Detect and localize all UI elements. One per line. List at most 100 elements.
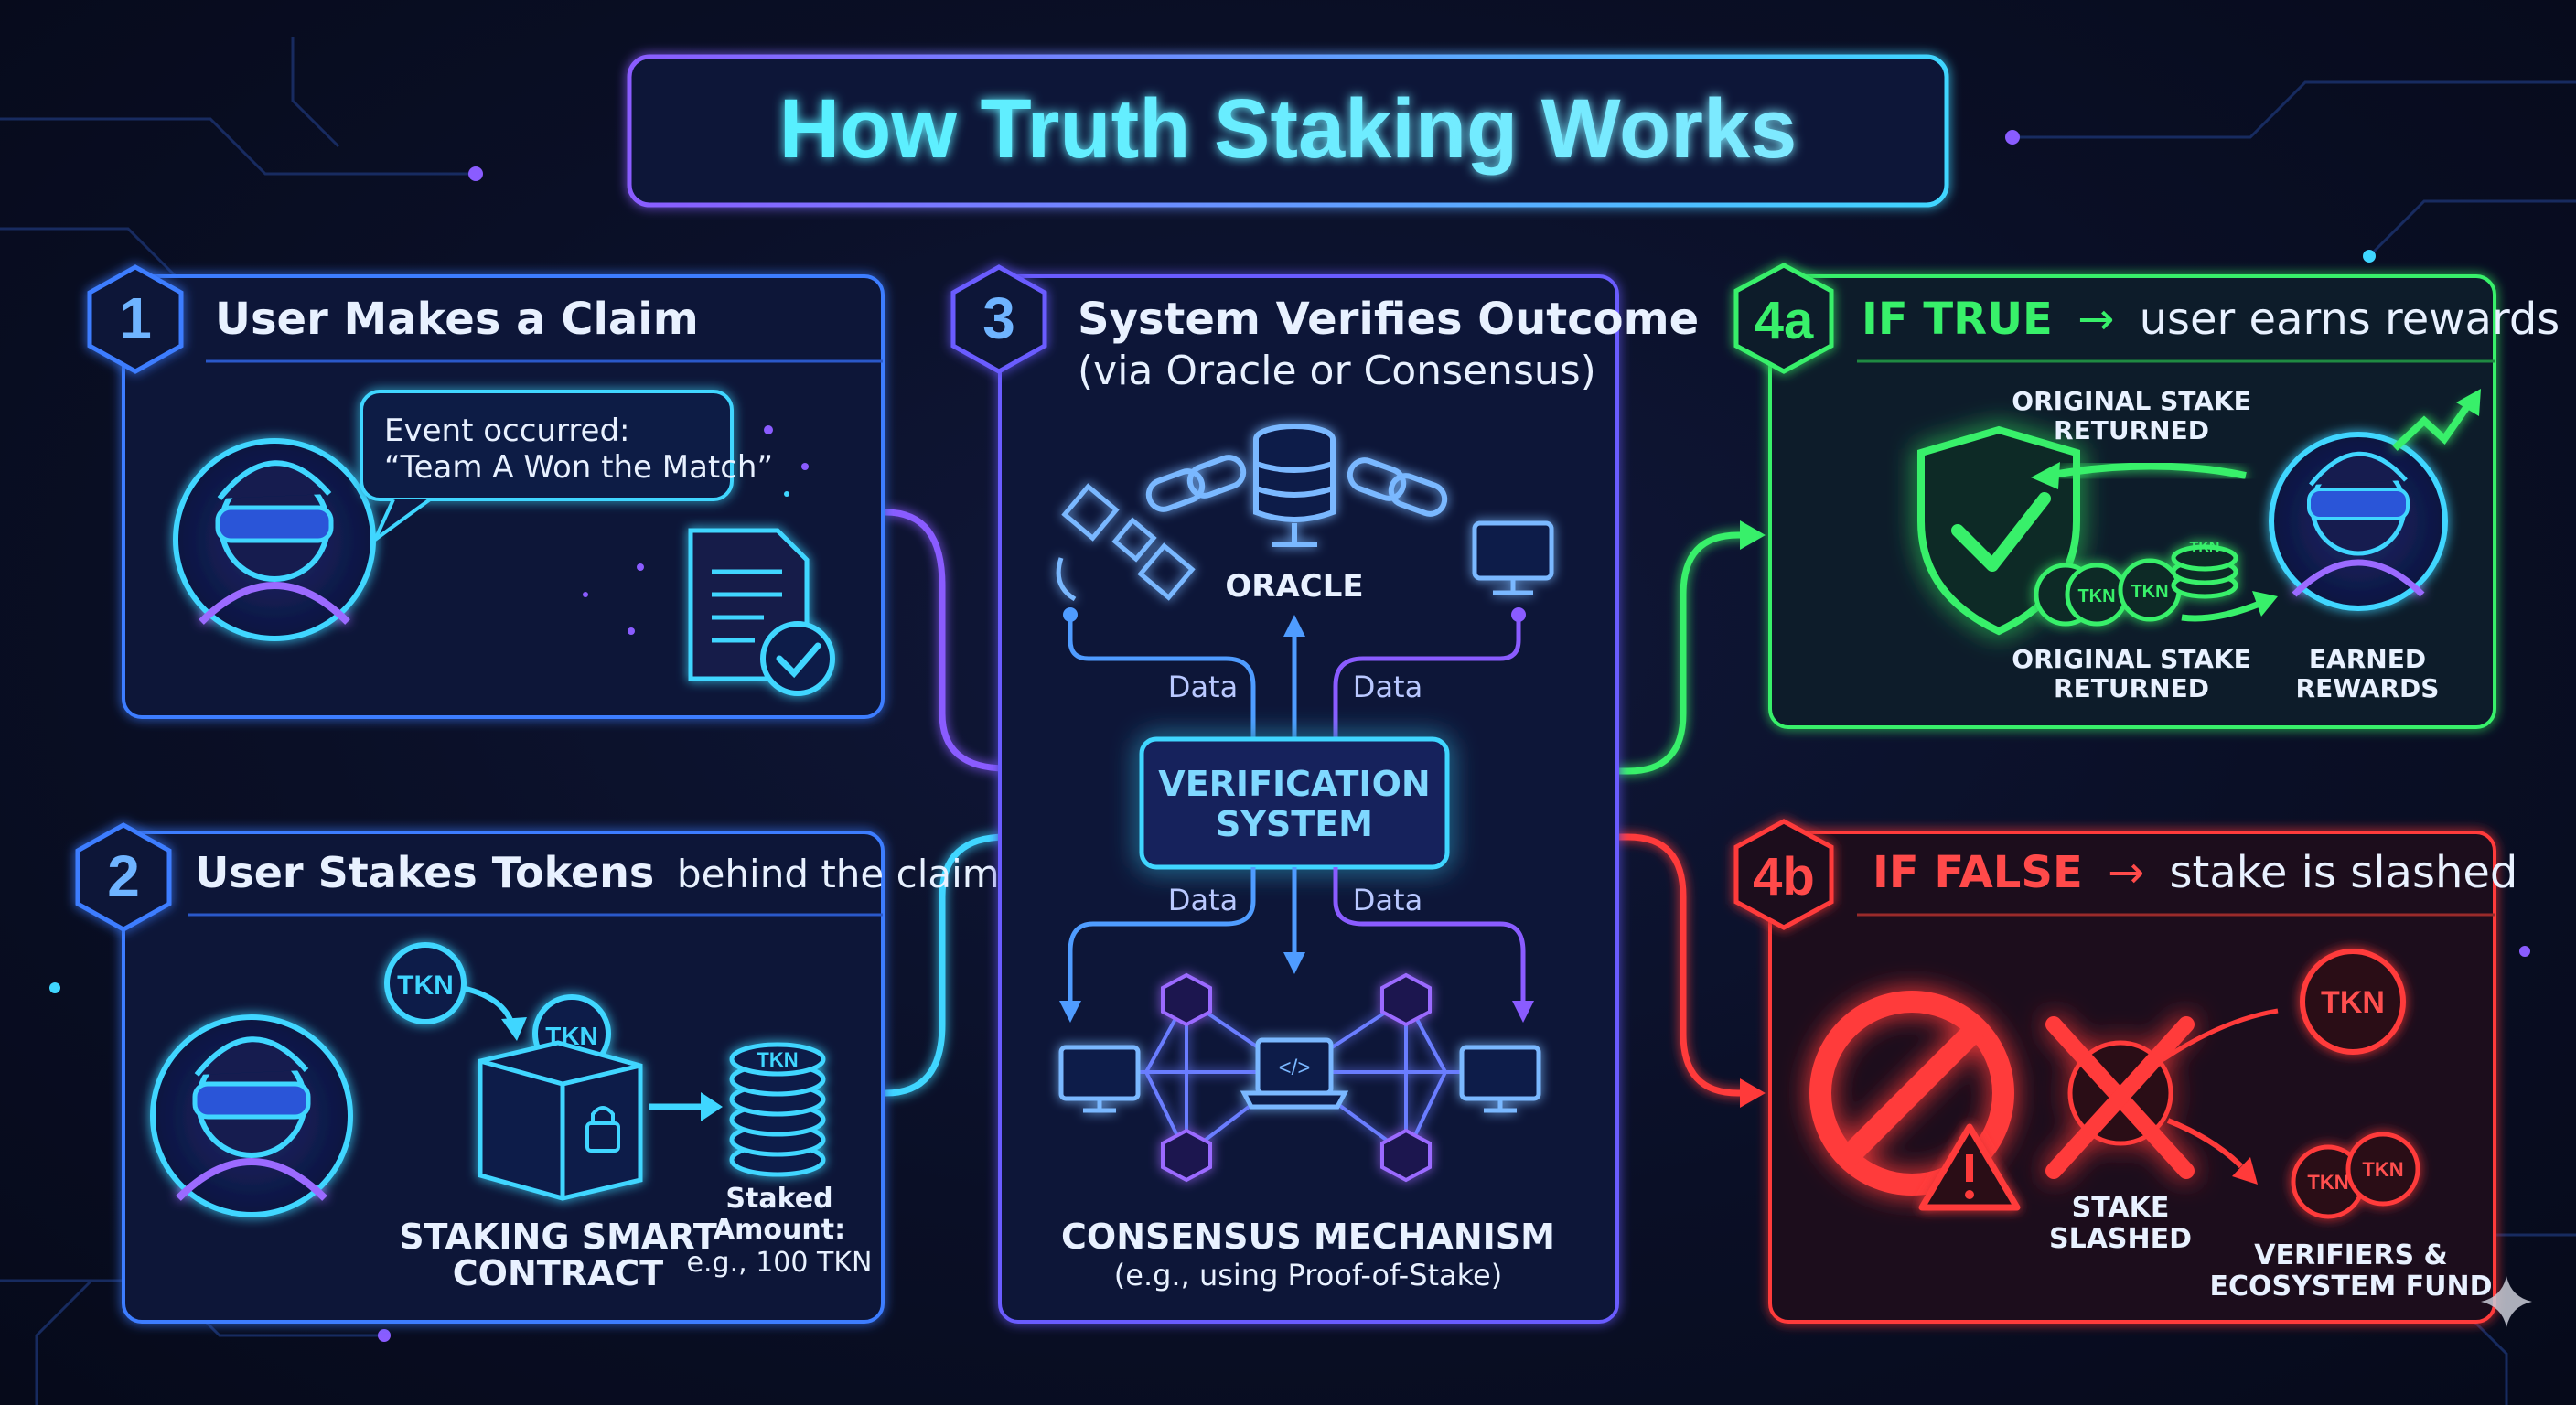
reward-arrow-head <box>2252 591 2278 617</box>
slash-arrow-head <box>2232 1157 2258 1185</box>
trend-up-icon <box>2392 400 2474 451</box>
oracle-up-arrow <box>1283 615 1305 637</box>
title-banner: How Truth Staking Works <box>627 54 1949 208</box>
verification-line1: VERIFICATION <box>1158 764 1430 804</box>
svg-text:3: 3 <box>982 285 1015 351</box>
consensus-arrow-right <box>1512 1001 1534 1023</box>
consensus-sub: (e.g., using Proof-of-Stake) <box>1114 1258 1502 1292</box>
step2-title: User Stakes Tokens behind the claim <box>195 848 1000 897</box>
user-avatar-step4a <box>2269 432 2448 611</box>
rewards-line2: REWARDS <box>2296 673 2440 703</box>
fund-line2: ECOSYSTEM FUND <box>2209 1271 2492 1303</box>
top-label-line1: ORIGINAL STAKE <box>2012 386 2250 416</box>
user-avatar-step1 <box>173 438 376 641</box>
top-label-line2: RETURNED <box>2054 415 2209 445</box>
svg-text:4b: 4b <box>1753 847 1815 906</box>
return-arrow-head <box>2031 462 2060 489</box>
data-label-bottom-left: Data <box>1168 883 1238 917</box>
svg-text:TKN: TKN <box>2321 985 2385 1020</box>
svg-text:TKN: TKN <box>2077 586 2115 606</box>
chain-link-icon-left <box>1145 455 1247 512</box>
staked-label-line3: e.g., 100 TKN <box>687 1247 873 1279</box>
svg-text:TKN: TKN <box>2307 1171 2348 1194</box>
verification-line2: SYSTEM <box>1216 804 1373 844</box>
arrow-step1-to-verification <box>882 509 1101 772</box>
step4a-number-badge: 4a <box>1733 263 1834 374</box>
data-label-top-left: Data <box>1168 670 1238 704</box>
trend-up-arrow-head <box>2456 389 2481 416</box>
tkn-coin-stack-icon: TKN <box>729 1042 826 1177</box>
step1-panel: 1 User Makes a Claim Event occurred: “Te… <box>87 264 885 719</box>
staking-contract-box-icon: TKN <box>478 994 643 1201</box>
chain-link-icon-right <box>1347 457 1448 517</box>
code-icon: </> <box>1279 1056 1311 1080</box>
consensus-network-icon: </> <box>1058 972 1541 1183</box>
slash-curve-bottom <box>2166 1118 2244 1169</box>
return-arrow <box>2057 462 2247 479</box>
arrow-step2-to-verification <box>882 833 1101 1097</box>
step3-subtitle: (via Oracle or Consensus) <box>1078 348 1596 394</box>
green-coins-icon: TKN TKN TKN <box>2034 540 2238 627</box>
database-server-icon <box>1253 424 1336 547</box>
contract-label-line1: STAKING SMART <box>399 1217 717 1257</box>
oracle-node-left <box>1063 607 1078 622</box>
claim-speech-bubble: Event occurred: “Team A Won the Match” <box>360 390 773 542</box>
step4b-number-badge: 4b <box>1733 819 1834 930</box>
svg-text:TKN: TKN <box>2131 582 2168 602</box>
page-title: How Truth Staking Works <box>779 82 1798 176</box>
sparkle-dots <box>583 425 809 635</box>
satellite-icon <box>1056 483 1196 602</box>
svg-text:TKN: TKN <box>757 1048 798 1071</box>
arrow-verification-to-true <box>1444 531 1751 775</box>
arrow-head-false <box>1740 1078 1766 1108</box>
arrow-verification-to-false <box>1444 833 1751 1097</box>
bubble-line2: “Team A Won the Match” <box>384 449 773 486</box>
step3-number-badge: 3 <box>950 264 1047 374</box>
slashed-line2: SLASHED <box>2049 1223 2192 1255</box>
bottom-label-line1: ORIGINAL STAKE <box>2012 644 2250 674</box>
monitor-icon-oracle <box>1472 520 1554 595</box>
tkn-coin-flying: TKN <box>384 942 467 1024</box>
staked-label-line1: Staked <box>725 1183 832 1215</box>
red-coin-top: TKN <box>2300 949 2406 1055</box>
step4b-panel: 4b IF FALSE → stake is slashed STAKE SLA… <box>1733 819 2517 1324</box>
prohibited-icon <box>1809 991 2014 1196</box>
svg-text:TKN: TKN <box>397 971 454 1001</box>
warning-icon <box>1918 1123 2021 1211</box>
consensus-down-arrow <box>1283 952 1305 974</box>
staked-label-line2: Amount: <box>714 1214 845 1246</box>
coin-arrow-head <box>501 1017 527 1041</box>
rewards-line1: EARNED <box>2309 644 2426 674</box>
step1-number-badge: 1 <box>87 264 184 374</box>
red-coins-fund: TKN TKN <box>2291 1132 2420 1219</box>
step2-panel: 2 User Stakes Tokens behind the claim TK… <box>75 822 1000 1324</box>
consensus-data-lines <box>1068 867 1526 1006</box>
step2-number-badge: 2 <box>75 822 172 932</box>
svg-text:TKN: TKN <box>2190 540 2220 555</box>
step3-panel: 3 System Verifies Outcome (via Oracle or… <box>950 264 1699 1324</box>
oracle-label: ORACLE <box>1225 568 1363 605</box>
sparkle-icon <box>2481 1276 2532 1327</box>
svg-text:TKN: TKN <box>2362 1158 2403 1181</box>
arrow-head-true <box>1740 520 1766 550</box>
svg-text:1: 1 <box>119 285 152 351</box>
step4b-title: IF FALSE → stake is slashed <box>1873 847 2517 898</box>
svg-text:4a: 4a <box>1755 291 1814 350</box>
verification-system-box: VERIFICATION SYSTEM <box>1139 736 1450 870</box>
step4a-panel: 4a IF TRUE → user earns rewards ORIGINAL… <box>1733 263 2560 729</box>
slash-curve-top <box>2162 1008 2279 1062</box>
consensus-label: CONSENSUS MECHANISM <box>1061 1217 1555 1257</box>
document-check-icon <box>688 528 835 696</box>
fund-line1: VERIFIERS & <box>2254 1239 2447 1271</box>
step3-title: System Verifies Outcome <box>1078 294 1699 345</box>
contract-label-line2: CONTRACT <box>453 1253 663 1293</box>
data-label-bottom-right: Data <box>1353 883 1422 917</box>
bottom-label-line2: RETURNED <box>2054 673 2209 703</box>
contract-arrow-head <box>701 1092 723 1121</box>
slashed-line1: STAKE <box>2072 1192 2170 1224</box>
bubble-line1: Event occurred: <box>384 413 630 449</box>
reward-arrow <box>2181 600 2261 622</box>
consensus-arrow-left <box>1059 1001 1081 1023</box>
user-avatar-step2 <box>150 1014 353 1217</box>
